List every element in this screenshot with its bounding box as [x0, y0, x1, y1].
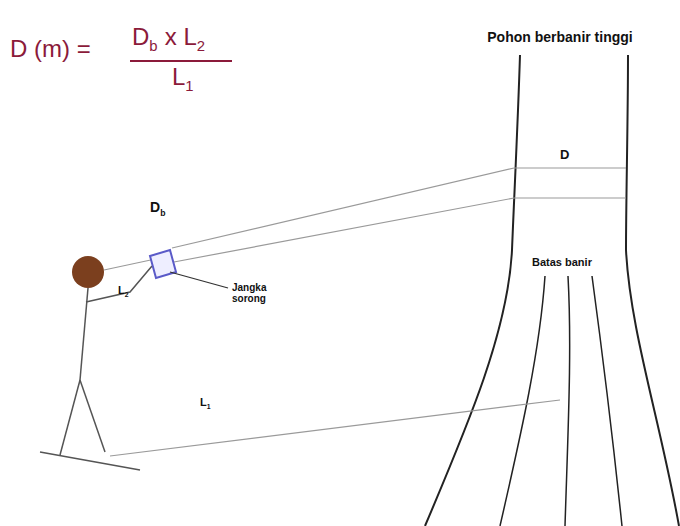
leader-line — [170, 272, 228, 288]
sight-lines — [104, 168, 626, 456]
label-text: L — [200, 396, 207, 408]
tree-outline — [425, 55, 679, 526]
label-group: L1 — [200, 396, 211, 411]
label-group: Db — [150, 200, 165, 218]
label-group: L1 — [172, 64, 194, 94]
label-group: L2 — [118, 284, 129, 299]
label-group: Batas banir — [532, 256, 592, 268]
label-text: x L — [165, 23, 197, 50]
person-figure — [40, 250, 228, 470]
label-text: Batas banir — [532, 256, 592, 268]
label-text: D — [132, 23, 149, 50]
label-text: D (m) = — [10, 35, 91, 62]
label-text: L — [172, 63, 185, 90]
subscript: 1 — [185, 78, 193, 94]
label-text: Pohon berbanir tinggi — [487, 29, 632, 45]
subscript: b — [160, 208, 165, 218]
label-text: Jangka sorong — [232, 282, 266, 304]
label-group: Pohon berbanir tinggi — [478, 30, 642, 45]
subscript: 2 — [125, 291, 129, 298]
subscript: 2 — [197, 38, 205, 54]
label-group: D (m) = — [10, 36, 91, 62]
subscript: b — [149, 38, 157, 54]
label-group: Db x L2 — [132, 24, 205, 54]
label-text: D — [560, 147, 569, 162]
label-group: D — [560, 148, 569, 162]
label-text: D — [150, 199, 160, 215]
label-group: Jangka sorong — [232, 282, 284, 304]
ruler — [150, 250, 176, 278]
fraction-bar — [130, 60, 232, 62]
label-text: L — [118, 284, 125, 296]
subscript: 1 — [207, 403, 211, 410]
